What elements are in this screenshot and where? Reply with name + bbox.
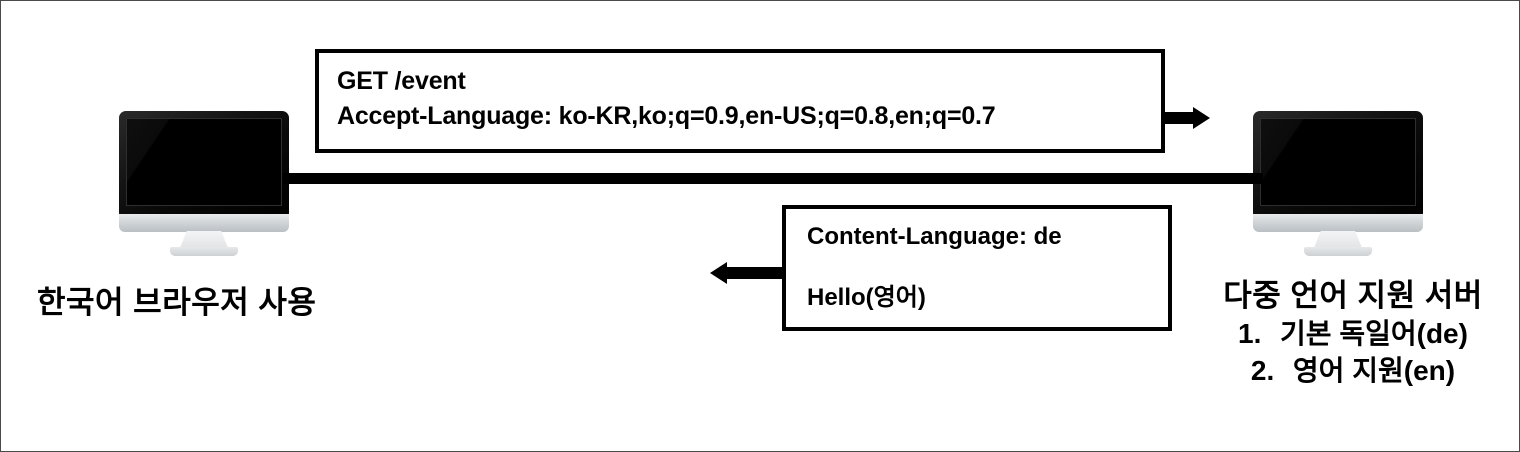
response-line-1: Content-Language: de (807, 223, 1062, 250)
list-item-label: 기본 독일어(de) (1280, 318, 1468, 349)
server-monitor (1253, 111, 1423, 256)
monitor-stand-base (170, 247, 238, 256)
request-arrow-head-icon (1193, 107, 1210, 129)
monitor-screen (126, 118, 282, 206)
client-monitor (119, 111, 289, 256)
request-arrow-shaft (1160, 112, 1195, 124)
screen-glare (1261, 119, 1369, 205)
server-capability-list: 1. 기본 독일어(de) 2. 영어 지원(en) (1195, 315, 1511, 389)
monitor-bezel (119, 214, 289, 232)
list-item-number: 1. (1238, 318, 1262, 349)
monitor-body (1253, 111, 1423, 215)
response-message-box: Content-Language: de Hello(영어) (782, 205, 1172, 331)
server-caption: 다중 언어 지원 서버 (1223, 278, 1483, 313)
screen-glare (127, 119, 235, 205)
list-item-number: 2. (1250, 355, 1275, 386)
monitor-bezel (1253, 214, 1423, 232)
request-message-box: GET /event Accept-Language: ko-KR,ko;q=0… (315, 49, 1165, 153)
monitor-stand-neck (180, 231, 228, 248)
client-caption: 한국어 브라우저 사용 (37, 285, 317, 320)
monitor-body (119, 111, 289, 215)
list-item: 2. 영어 지원(en) (1195, 352, 1511, 389)
list-item: 1. 기본 독일어(de) (1195, 315, 1511, 352)
request-line-2: Accept-Language: ko-KR,ko;q=0.9,en-US;q=… (337, 102, 996, 130)
list-item-label: 영어 지원(en) (1292, 355, 1456, 386)
network-connection-line (283, 173, 1263, 184)
request-line-1: GET /event (337, 67, 466, 95)
monitor-stand-base (1304, 247, 1372, 256)
response-line-2: Hello(영어) (807, 284, 926, 311)
monitor-stand-neck (1314, 231, 1362, 248)
response-arrow-head-icon (710, 262, 727, 284)
response-arrow-shaft (727, 267, 787, 279)
server-caption-block: 다중 언어 지원 서버 1. 기본 독일어(de) 2. 영어 지원(en) (1195, 277, 1511, 389)
monitor-screen (1260, 118, 1416, 206)
